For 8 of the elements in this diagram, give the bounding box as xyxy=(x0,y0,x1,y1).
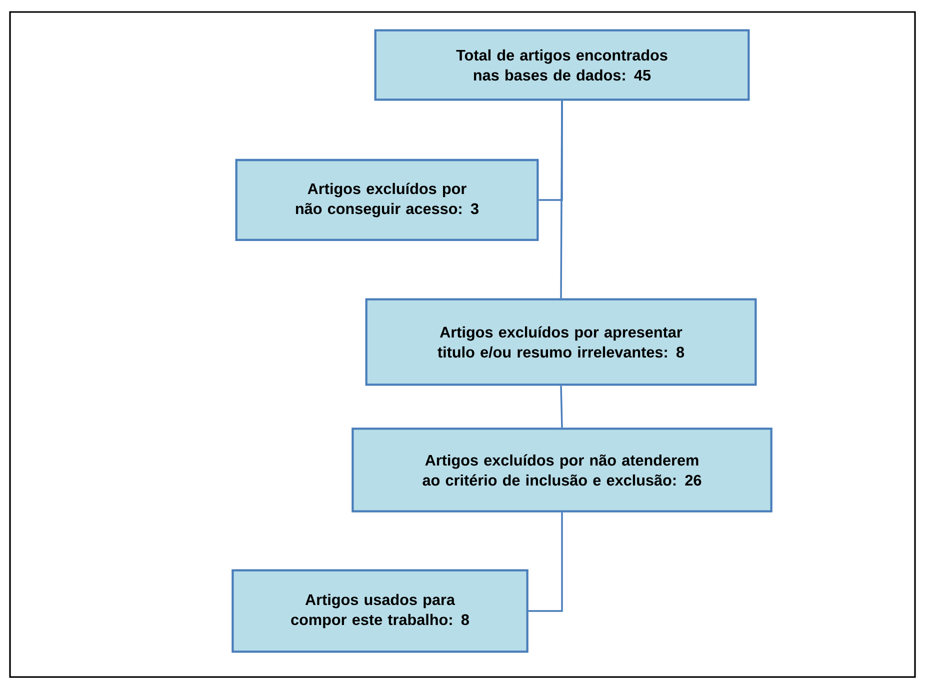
process-box: Artigos excluídos por apresentar titulo e/ou resumo irrelevantes: 8 xyxy=(365,298,757,386)
process-box: Artigos excluídos por não atenderem ao critério de inclusão e exclusão: 26 xyxy=(352,428,772,512)
process-box: Artigos usados para compor este trabalho: 8 xyxy=(232,569,528,653)
connector-line xyxy=(560,386,563,428)
connector-line xyxy=(560,100,563,298)
process-box: Artigos excluídos por não conseguir acesso: 3 xyxy=(235,158,539,242)
connector-line xyxy=(528,512,563,612)
process-box: Total de artigos encontrados nas bases de dados: 45 xyxy=(374,29,750,101)
